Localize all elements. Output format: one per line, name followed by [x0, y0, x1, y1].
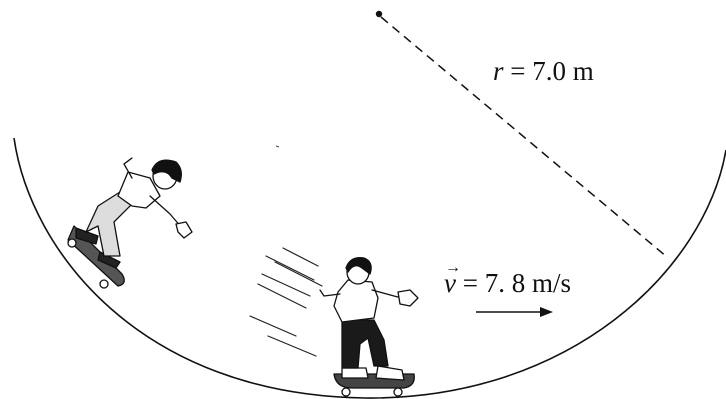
back-arm-lower [319, 289, 341, 297]
velocity-label: →v = 7. 8 m/s [444, 260, 571, 298]
hand-lower [397, 289, 419, 307]
radius-equals: = [503, 56, 533, 86]
legs-upper [85, 191, 133, 257]
velocity-symbol-group: →v [444, 260, 461, 298]
velocity-symbol: v [444, 268, 456, 298]
radius-dashed-line [380, 16, 668, 258]
hand-upper [175, 221, 193, 239]
velocity-direction-arrow [476, 307, 553, 317]
legs-lower [341, 319, 389, 369]
scan-speck [275, 145, 280, 148]
velocity-unit: m/s [525, 268, 571, 298]
radius-unit: m [566, 56, 594, 86]
wheel-lower-2 [393, 387, 403, 397]
skateboarder-lower [319, 257, 419, 397]
radius-symbol: r [493, 56, 504, 86]
skateboard-upper [67, 225, 125, 287]
motion-lines [249, 247, 323, 357]
vector-arrow-icon: → [445, 259, 461, 276]
shoe-lower-1 [341, 367, 369, 379]
wheel-lower-1 [341, 387, 351, 397]
hair-upper [151, 159, 182, 183]
hair-lower [345, 257, 372, 275]
velocity-value: 7. 8 [484, 268, 526, 298]
shoe-upper-1 [75, 227, 99, 245]
radius-label: r = 7.0 m [493, 58, 594, 85]
torso-lower [333, 279, 379, 323]
half-pipe-curve [13, 137, 726, 399]
shoe-lower-2 [375, 365, 405, 381]
center-point [375, 10, 383, 18]
back-arm-upper [123, 157, 133, 179]
skateboarder-upper [67, 157, 193, 289]
wheel-upper-1 [67, 238, 77, 248]
radius-value: 7.0 [532, 56, 566, 86]
velocity-equals: = [455, 268, 485, 298]
wheel-upper-2 [99, 279, 109, 289]
